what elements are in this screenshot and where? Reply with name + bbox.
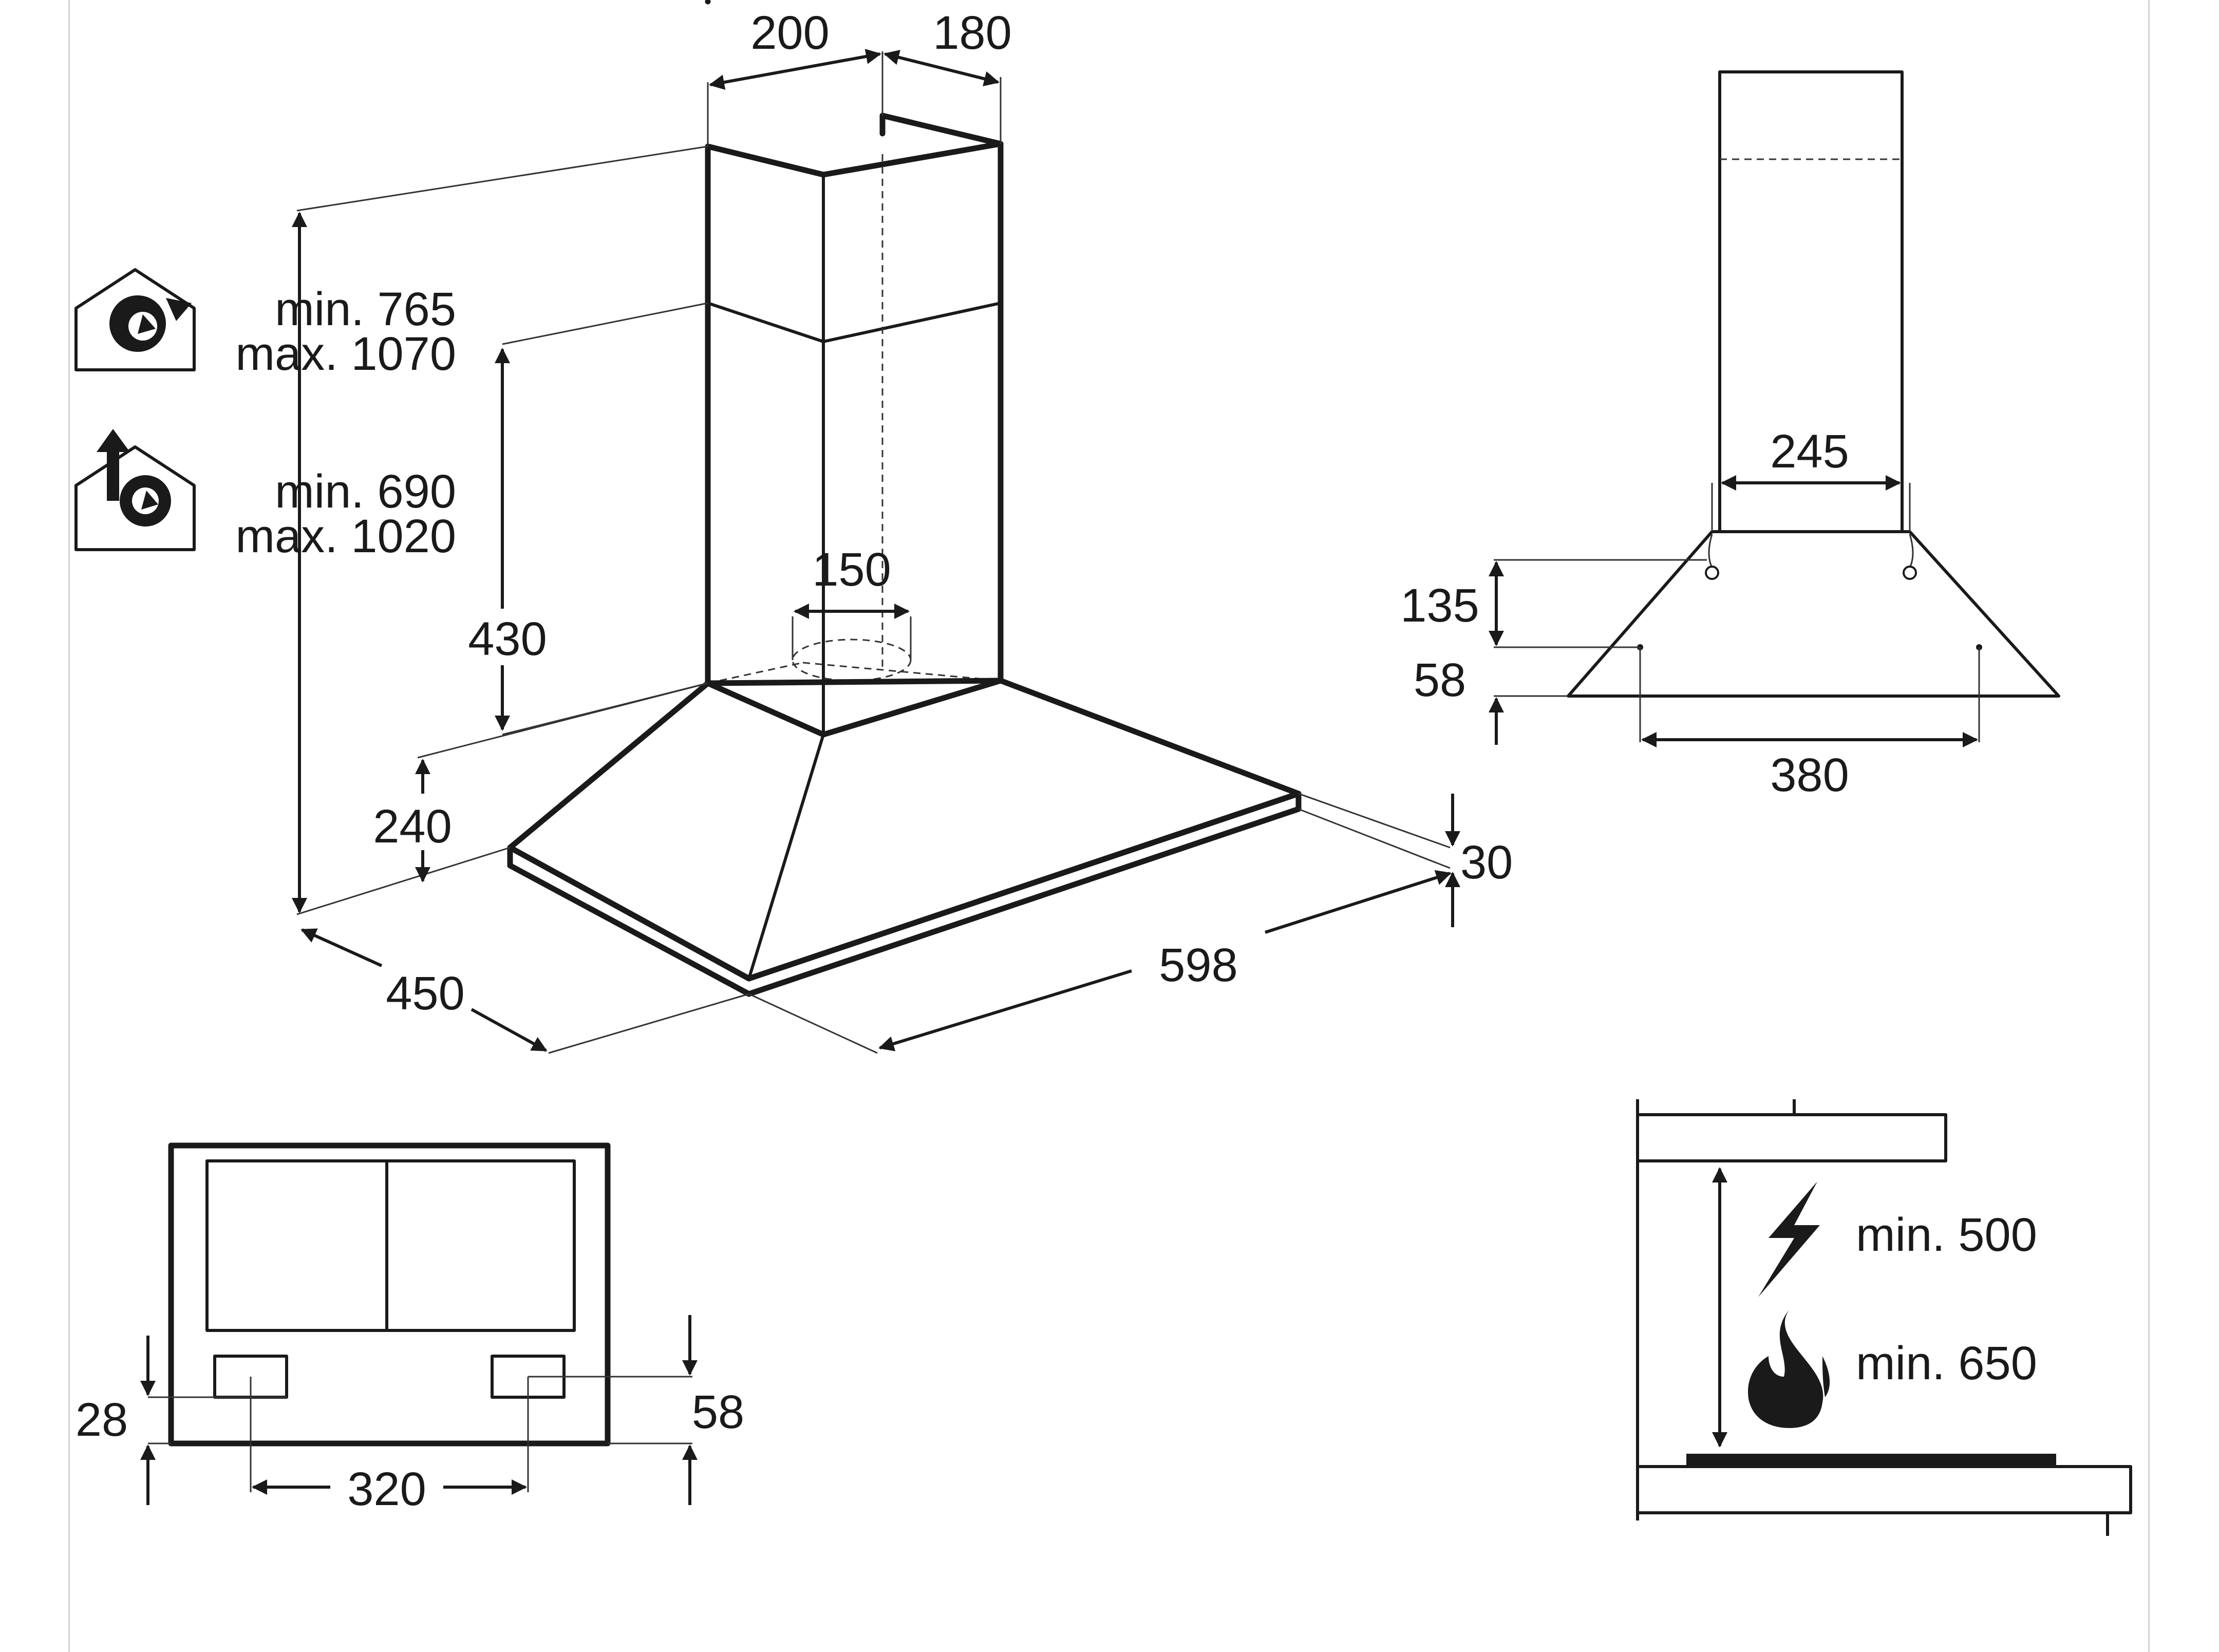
- electric-hob-icon: [1758, 1181, 1820, 1297]
- dimension-drawing: 200 180 430 240 150 30 450: [74, 0, 2132, 1536]
- width-top-label: 200: [750, 7, 830, 59]
- bracket-height-label: 135: [1400, 579, 1479, 632]
- upper-chimney-label: 430: [468, 613, 547, 665]
- depth-top-label: 180: [933, 7, 1012, 59]
- diagram-page: 200 180 430 240 150 30 450: [68, 0, 2150, 1652]
- edge-thickness-label: 30: [1460, 836, 1513, 889]
- canopy-height-label: 240: [373, 800, 452, 853]
- extraction-mode-icon: [74, 429, 196, 551]
- chimney-width-label: 245: [1770, 425, 1849, 478]
- side-view: 245 135 58 380: [1400, 70, 2060, 801]
- right-offset-label: 58: [692, 1386, 744, 1438]
- left-offset-label: 28: [76, 1394, 128, 1446]
- width-label: 598: [1159, 939, 1238, 991]
- gas-flame-icon: [1748, 1310, 1830, 1428]
- gas-min-label: min. 650: [1856, 1337, 2037, 1390]
- hole-spacing-label: 380: [1770, 749, 1849, 801]
- extract-max-label: max. 1020: [235, 510, 456, 562]
- recirc-max-label: max. 1070: [235, 328, 456, 380]
- outlet-diameter-label: 150: [812, 543, 891, 596]
- main-isometric-view: 200 180 430 240 150 30 450: [292, 0, 1513, 1054]
- spacing-label: 320: [347, 1463, 426, 1515]
- electric-min-label: min. 500: [1856, 1209, 2037, 1261]
- recirculation-mode-icon: [74, 268, 196, 371]
- depth-label: 450: [386, 967, 465, 1020]
- chimney: [705, 0, 1004, 738]
- extract-min-label: min. 690: [275, 465, 456, 518]
- recirc-min-label: min. 765: [275, 283, 456, 335]
- clearance-view: min. 500 min. 650: [1636, 1099, 2132, 1536]
- bottom-offset-label: 58: [1414, 654, 1466, 706]
- bottom-view: 28 58 320: [76, 1142, 744, 1515]
